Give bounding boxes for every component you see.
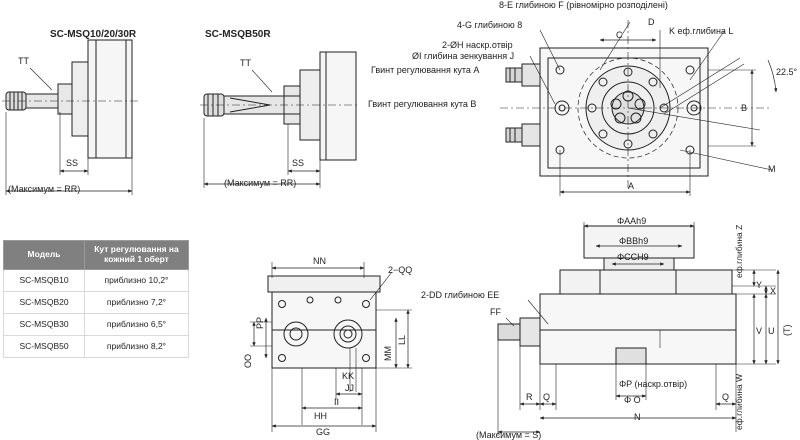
label-ii: II	[334, 397, 340, 407]
label-bb: ΦBBh9	[619, 236, 649, 246]
label-hh: HH	[314, 411, 327, 421]
label-ff: FF	[490, 307, 501, 317]
label-pp: PP	[255, 316, 265, 329]
label-mm: MM	[383, 346, 393, 361]
label-p-thru: ΦP (наскр.отвір)	[619, 379, 688, 389]
label-x: X	[770, 286, 777, 296]
table-row: SC-MSQB30 приблизно 6,5°	[3, 312, 189, 336]
label-angle-a: Гвинт регулювання кута А	[371, 65, 480, 75]
table-cell-model: SC-MSQB30	[3, 312, 85, 336]
label-ll: LL	[397, 334, 407, 345]
label-a: A	[628, 181, 635, 191]
label-aa: ΦAAh9	[617, 216, 647, 226]
side-view-right	[200, 51, 360, 188]
label-h-thru: 2-ØH наскр.отвір	[442, 40, 513, 50]
side-view-left	[2, 39, 140, 195]
label-jj: JJ	[345, 383, 354, 393]
table-header-angle: Кут регулювання на кожний 1 оберт	[84, 240, 189, 270]
table-row: SC-MSQB50 приблизно 8,2°	[3, 334, 189, 358]
label-ss-left: SS	[66, 158, 79, 168]
label-r: R	[526, 392, 533, 402]
label-qq: 2−QQ	[388, 265, 413, 275]
label-g-depth: 4-G глибиною 8	[457, 20, 523, 30]
label-tt-right: TT	[240, 58, 251, 68]
section-view	[497, 222, 780, 436]
label-rr-right: (Максимум = RR)	[224, 178, 297, 188]
angle-adjustment-table: Модель Кут регулювання на кожний 1 оберт…	[3, 240, 189, 358]
label-q-right: Q	[722, 392, 730, 402]
label-dd-depth: 2-DD глибиною EE	[421, 290, 500, 300]
rear-view	[250, 262, 412, 432]
label-oo: OO	[243, 353, 253, 368]
label-t: (T)	[782, 324, 792, 337]
label-u: U	[768, 326, 775, 336]
label-v: V	[756, 326, 763, 336]
table-row: SC-MSQB20 приблизно 7,2°	[3, 290, 189, 314]
table-row: SC-MSQB10 приблизно 10,2°	[3, 268, 189, 292]
label-rr-left: (Максимум = RR)	[8, 184, 81, 194]
table-cell-model: SC-MSQB20	[3, 290, 85, 314]
side-view-left-title: SC-MSQ10/20/30R	[50, 29, 137, 40]
table-header-model: Модель	[3, 240, 85, 270]
table-cell-angle: приблизно 10,2°	[84, 268, 189, 292]
label-n: N	[634, 412, 641, 422]
label-c: C	[616, 30, 623, 40]
side-view-right-title: SC-MSQB50R	[205, 29, 271, 40]
label-m: M	[768, 164, 776, 174]
label-s-max: (Максимум = S)	[476, 430, 542, 440]
label-tt-left: TT	[18, 56, 29, 66]
label-kk: KK	[342, 371, 355, 381]
label-k-depth: K еф.глибина L	[669, 26, 734, 36]
label-z-depth: еф.глибина Z	[734, 224, 744, 278]
table-cell-angle: приблизно 7,2°	[84, 290, 189, 314]
table-cell-model: SC-MSQB50	[3, 334, 85, 358]
label-b: B	[741, 103, 748, 113]
label-q-left: Q	[543, 392, 551, 402]
label-i-cbore: ØI глибина зенкування J	[412, 51, 515, 61]
label-angle-b: Гвинт регулювання кута В	[368, 99, 477, 109]
label-gg: GG	[316, 427, 331, 437]
label-o: Φ O	[624, 395, 641, 405]
label-nn: NN	[313, 256, 326, 266]
table-cell-angle: приблизно 6,5°	[84, 312, 189, 336]
label-ss-right: SS	[292, 158, 305, 168]
label-y: Y	[756, 280, 763, 290]
table-cell-angle: приблизно 8,2°	[84, 334, 189, 358]
table-cell-model: SC-MSQB10	[3, 268, 85, 292]
label-d: D	[648, 17, 655, 27]
front-view	[500, 20, 778, 196]
label-angle: 22.5°	[776, 67, 798, 77]
label-cc: ΦCCH9	[617, 252, 649, 262]
label-e-depth: 8-E глибиною F (рівномірно розподілені)	[499, 0, 668, 10]
table-header-row: Модель Кут регулювання на кожний 1 оберт	[3, 240, 189, 270]
label-w-depth: еф.глибина W	[734, 373, 744, 430]
